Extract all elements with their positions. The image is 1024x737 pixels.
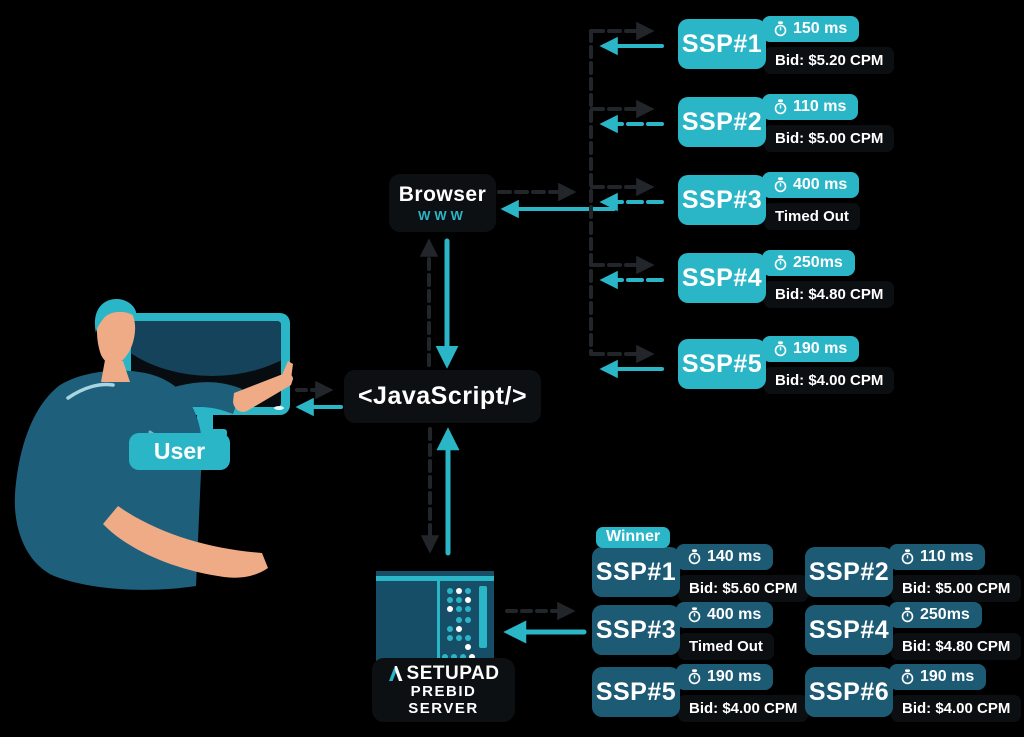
ssp-name-box: SSP#3 [592,605,680,655]
ssp-bid-box: Bid: $5.00 CPM [891,575,1022,602]
ssp-card: 400 ms Timed Out SSP#3 [678,172,898,234]
setupad-brand-label: SETUPAD [406,662,500,684]
ssp-card: 190 ms Bid: $4.00 CPM SSP#5 [678,336,898,398]
javascript-node: <JavaScript/> [344,370,541,423]
ssp-name-box: SSP#4 [678,253,766,303]
prebid-server-illustration [376,571,494,665]
ssp-bid-text: Bid: $4.80 CPM [775,286,884,303]
ssp-card: 250ms Bid: $4.80 CPM SSP#4 [805,602,1024,664]
server-label: SERVER [408,699,479,717]
ssp-bid-box: Bid: $5.00 CPM [764,125,895,152]
ssp-card: 250ms Bid: $4.80 CPM SSP#4 [678,250,898,312]
stopwatch-icon [774,255,787,271]
ssp-latency-text: 250ms [920,606,970,623]
ssp-latency-text: 150 ms [793,20,848,37]
ssp-bid-text: Bid: $4.80 CPM [902,638,1011,655]
ssp-latency-text: 110 ms [920,548,974,565]
ssp-name-box: SSP#2 [678,97,766,147]
ssp-bid-text: Bid: $4.00 CPM [689,700,798,717]
flow-arrows [295,21,664,644]
stopwatch-icon [688,607,701,623]
ssp-card: 110 ms Bid: $5.00 CPM SSP#2 [805,544,1024,606]
ssp-latency-pill: 400 ms [762,172,860,198]
ssp-bid-text: Bid: $5.00 CPM [902,580,1011,597]
ssp-latency-pill: 190 ms [676,664,774,690]
ssp-latency-text: 110 ms [793,98,847,115]
stopwatch-icon [774,21,787,37]
ssp-bid-box: Timed Out [678,633,774,660]
ssp-bid-box: Timed Out [764,203,860,230]
ssp-card: 400 ms Timed Out SSP#3 [592,602,812,664]
ssp-name-box: SSP#3 [678,175,766,225]
ssp-bid-text: Bid: $4.00 CPM [775,372,884,389]
browser-node: Browser WWW [389,174,496,232]
ssp-bid-text: Timed Out [775,208,849,225]
browser-www-label: WWW [418,208,467,223]
ssp-latency-pill: 150 ms [762,16,860,42]
ssp-latency-pill: 190 ms [889,664,987,690]
ssp-latency-text: 190 ms [793,340,848,357]
ssp-bid-box: Bid: $4.00 CPM [678,695,809,722]
stopwatch-icon [901,549,914,565]
ssp-card: 150 ms Bid: $5.20 CPM SSP#1 [678,16,898,78]
ssp-bid-box: Bid: $5.60 CPM [678,575,809,602]
winner-badge: Winner [596,527,671,548]
ssp-bid-box: Bid: $4.00 CPM [891,695,1022,722]
setupad-logo-icon [388,665,403,681]
javascript-label: <JavaScript/> [357,382,528,410]
prebid-label: PREBID [410,682,477,700]
stopwatch-icon [774,341,787,357]
stopwatch-icon [901,607,914,623]
ssp-latency-pill: 110 ms [762,94,859,120]
ssp-latency-text: 400 ms [793,176,848,193]
ssp-latency-text: 400 ms [707,606,762,623]
ssp-latency-text: 190 ms [707,668,762,685]
ssp-latency-pill: 110 ms [889,544,986,570]
ssp-bid-text: Bid: $4.00 CPM [902,700,1011,717]
ssp-bid-text: Timed Out [689,638,763,655]
ssp-latency-pill: 400 ms [676,602,774,628]
ssp-name-box: SSP#1 [592,547,680,597]
ssp-name-box: SSP#5 [678,339,766,389]
ssp-bid-text: Bid: $5.60 CPM [689,580,798,597]
ssp-bid-box: Bid: $5.20 CPM [764,47,895,74]
user-illustration [14,298,293,590]
ssp-latency-text: 250ms [793,254,843,271]
ssp-name-box: SSP#2 [805,547,893,597]
stopwatch-icon [688,669,701,685]
ssp-name-box: SSP#4 [805,605,893,655]
ssp-latency-pill: 250ms [889,602,982,628]
ssp-name-box: SSP#6 [805,667,893,717]
stopwatch-icon [774,177,787,193]
ssp-card: 110 ms Bid: $5.00 CPM SSP#2 [678,94,898,156]
ssp-name-box: SSP#1 [678,19,766,69]
user-label-chip: User [129,433,230,470]
ssp-latency-text: 190 ms [920,668,975,685]
ssp-bid-text: Bid: $5.20 CPM [775,52,884,69]
ssp-name-box: SSP#5 [592,667,680,717]
stopwatch-icon [774,99,787,115]
ssp-bid-box: Bid: $4.80 CPM [891,633,1022,660]
ssp-card: Winner 140 ms Bid: $5.60 CPM SSP#1 [592,527,812,606]
ssp-bid-box: Bid: $4.00 CPM [764,367,895,394]
ssp-latency-pill: 250ms [762,250,855,276]
ssp-latency-pill: 190 ms [762,336,860,362]
stopwatch-icon [901,669,914,685]
ssp-bid-text: Bid: $5.00 CPM [775,130,884,147]
ssp-card: 190 ms Bid: $4.00 CPM SSP#6 [805,664,1024,726]
browser-label: Browser [398,183,487,206]
ssp-bid-box: Bid: $4.80 CPM [764,281,895,308]
ssp-card: 190 ms Bid: $4.00 CPM SSP#5 [592,664,812,726]
user-label: User [153,438,206,464]
prebid-server-node: SETUPAD PREBID SERVER [372,658,515,722]
stopwatch-icon [688,549,701,565]
ssp-latency-text: 140 ms [707,548,762,565]
ssp-latency-pill: 140 ms [676,544,774,570]
